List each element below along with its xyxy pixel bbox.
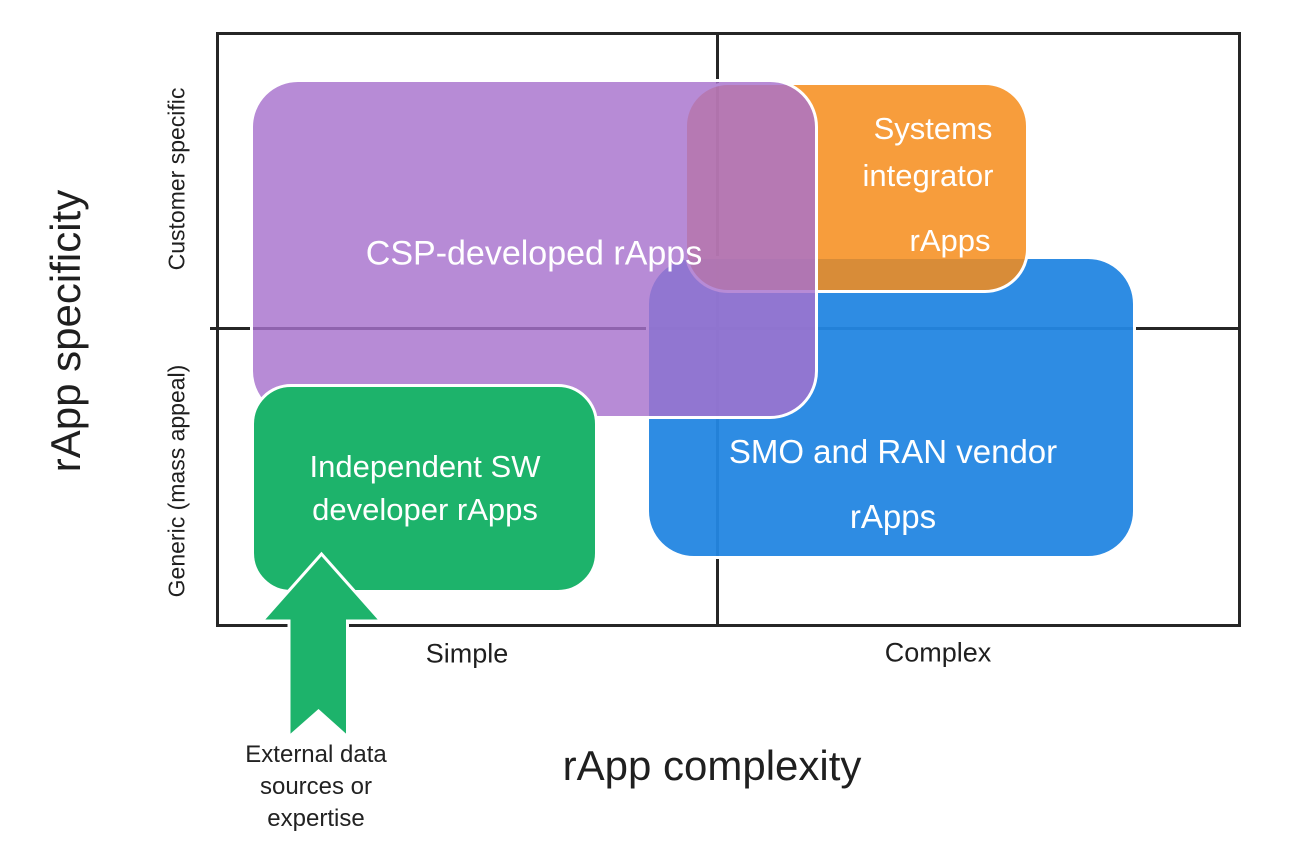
csp-box-label: CSP-developed rApps [365, 234, 703, 273]
annotation-line3: expertise [267, 805, 365, 832]
systems-integrator-label-line1: Systems [873, 111, 993, 146]
systems-integrator-label-line3: rApps [909, 223, 991, 258]
external-data-annotation: External data sources or expertise [245, 739, 386, 835]
independent-sw-label-line2: developer rApps [312, 492, 538, 527]
y-axis-title: rApp specificity [42, 189, 89, 473]
y-tick-generic-mass-appeal: Generic (mass appeal) [163, 364, 190, 598]
x-tick-simple: Simple [425, 638, 509, 669]
up-arrow-icon [258, 551, 385, 741]
csp-developed-box [250, 79, 818, 419]
x-axis-title: rApp complexity [562, 742, 862, 789]
annotation-line1: External data [245, 741, 387, 768]
y-tick-customer-specific: Customer specific [163, 87, 190, 271]
systems-integrator-label-line2: integrator [862, 158, 994, 193]
annotation-line2: sources or [259, 773, 373, 800]
smo-ran-label-line1: SMO and RAN vendor [728, 433, 1058, 470]
independent-sw-label-line1: Independent SW [309, 449, 541, 484]
independent-sw-box [251, 384, 598, 593]
smo-ran-label-line2: rApps [849, 498, 937, 535]
x-tick-complex: Complex [884, 637, 992, 668]
